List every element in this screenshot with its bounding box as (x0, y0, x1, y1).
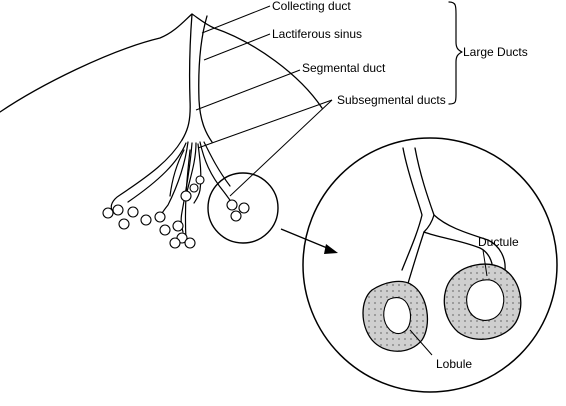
right-lobule (443, 263, 522, 340)
label-lactiferous-sinus: Lactiferous sinus (272, 27, 362, 41)
label-subsegmental-ducts: Subsegmental ducts (337, 93, 446, 107)
large-ducts-brace (448, 1, 463, 105)
label-lobule: Lobule (436, 357, 472, 371)
label-collecting-duct: Collecting duct (272, 0, 351, 13)
zoom-arrow (280, 228, 338, 254)
duct-tree (110, 139, 237, 241)
label-segmental-duct: Segmental duct (302, 61, 386, 75)
magnify-source-circle (207, 172, 279, 244)
main-duct (181, 13, 213, 143)
leader-lines (195, 5, 488, 356)
magnified-circle (302, 137, 558, 393)
small-lobules (102, 175, 250, 249)
left-lobule (362, 280, 429, 352)
label-large-ducts: Large Ducts (463, 45, 528, 59)
label-ductule: Ductule (478, 235, 519, 249)
